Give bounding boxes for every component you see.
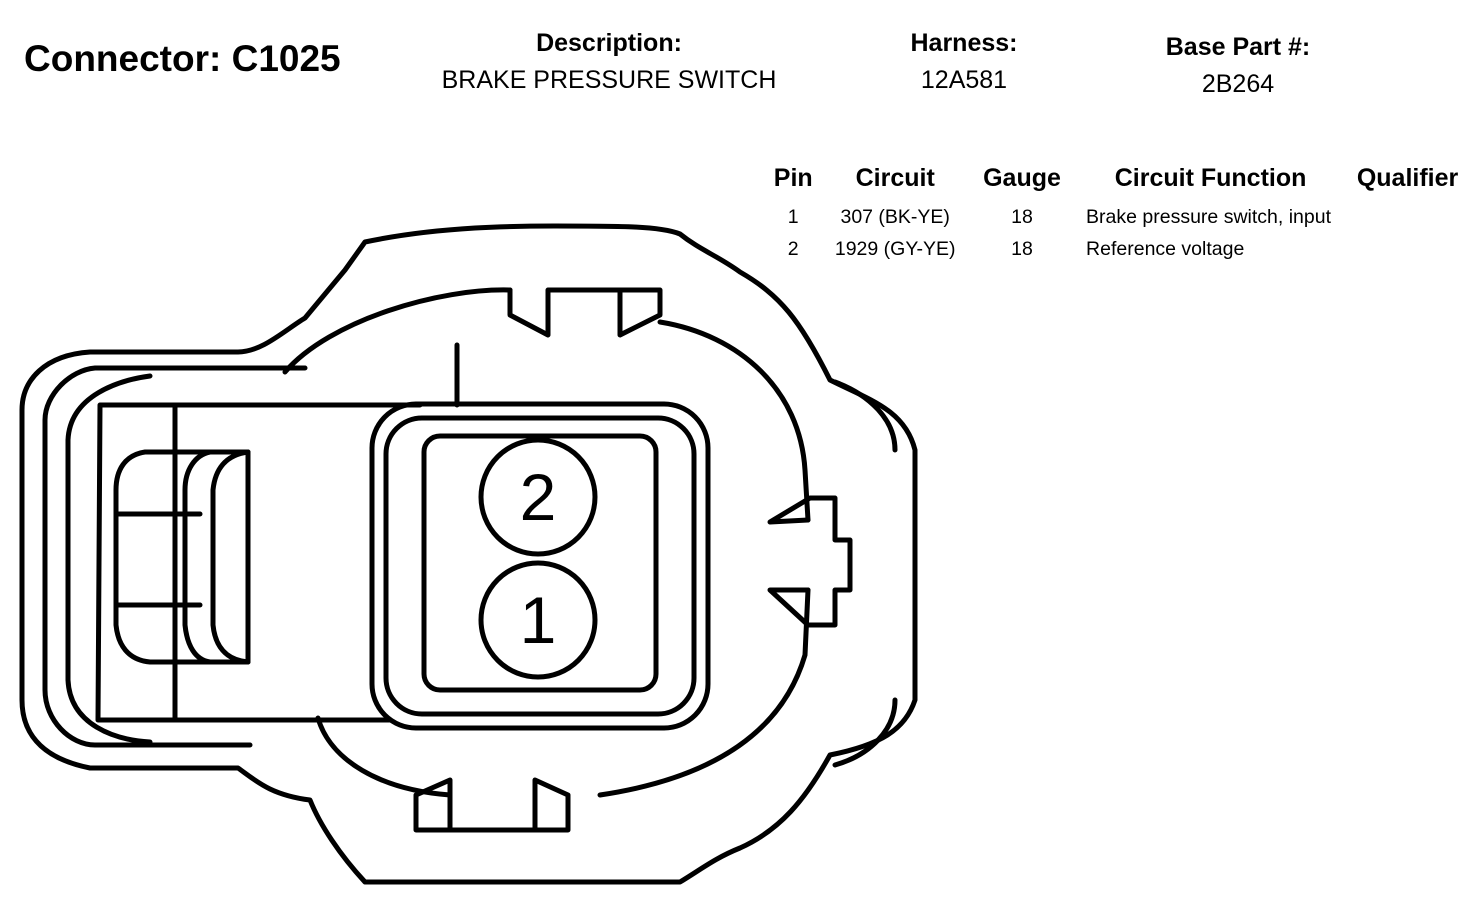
pin-2-circle [478, 437, 598, 557]
base-part-label: Base Part #: [1165, 33, 1311, 61]
housing-outer-outline [19, 223, 918, 885]
pin-2-label: 2 [520, 460, 557, 534]
base-part-block: Base Part #: 2B264 [1146, 35, 1330, 97]
header-circuit: Circuit [855, 164, 935, 192]
right-lock-tab [767, 495, 853, 628]
table-row: 2 1929 (GY-YE) 18 Reference voltage [762, 233, 1472, 265]
latch-tab-outer [113, 449, 251, 665]
cavity-middle [383, 415, 697, 717]
top-key [507, 287, 663, 338]
harness-block: Harness: 12A581 [894, 31, 1034, 93]
right-shoulder [832, 379, 898, 768]
header-gauge: Gauge [983, 164, 1061, 192]
row-circuit: 307 (BK-YE) [840, 205, 950, 228]
cavity-surround-arc [282, 287, 811, 523]
description-label: Description: [536, 29, 682, 57]
row-gauge: 18 [1011, 205, 1033, 228]
pin-table: Pin Circuit Gauge Circuit Function Quali… [762, 164, 1472, 265]
description-block: Description: BRAKE PRESSURE SWITCH [420, 31, 798, 93]
connector-title: Connector: C1025 [24, 38, 341, 79]
latch-frame-inner [65, 373, 153, 745]
harness-value: 12A581 [920, 66, 1008, 94]
latch-body [95, 402, 423, 723]
row-pin: 1 [787, 205, 799, 228]
base-part-value: 2B264 [1201, 70, 1275, 98]
header-circuit-function: Circuit Function [1114, 164, 1307, 192]
harness-label: Harness: [910, 29, 1018, 57]
header-qualifier: Qualifier [1356, 164, 1459, 192]
latch-tab-mid [182, 449, 213, 665]
latch-frame-outer [42, 365, 308, 748]
pin-table-header-row: Pin Circuit Gauge Circuit Function Quali… [762, 164, 1472, 201]
row-pin: 2 [787, 237, 799, 260]
header-pin: Pin [773, 164, 813, 192]
table-row: 1 307 (BK-YE) 18 Brake pressure switch, … [762, 201, 1472, 233]
row-function: Reference voltage [1086, 237, 1245, 260]
pin-1-label: 1 [520, 583, 557, 657]
pin-1-circle [478, 560, 598, 680]
row-circuit: 1929 (GY-YE) [834, 237, 956, 260]
bottom-key [413, 777, 571, 833]
latch-tab-inner [210, 449, 251, 665]
row-function: Brake pressure switch, input [1086, 205, 1331, 228]
cavity-outer [369, 401, 711, 731]
cavity-inner [421, 433, 659, 693]
description-value: BRAKE PRESSURE SWITCH [441, 66, 777, 94]
row-gauge: 18 [1011, 237, 1033, 260]
